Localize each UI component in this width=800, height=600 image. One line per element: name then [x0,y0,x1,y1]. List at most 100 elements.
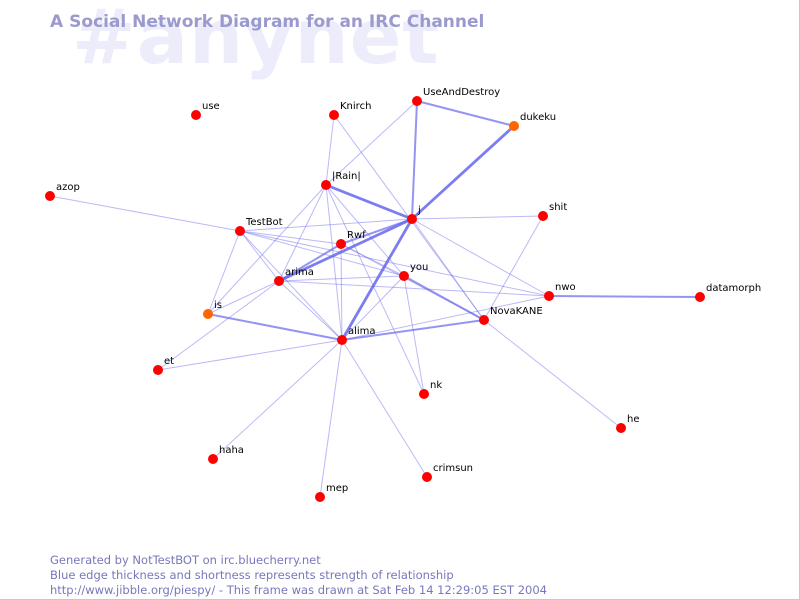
node-label: azop [56,182,80,193]
edge-arima-alima [278,280,343,341]
edge-arima-you [278,275,405,282]
node-dot [419,389,429,399]
edge-alima-haha [212,339,343,460]
edge-Rwf-you [340,243,405,277]
footer: Generated by NotTestBOT on irc.bluecherr… [50,553,547,598]
node-label: dukeku [520,112,556,123]
node-label: nwo [555,282,576,293]
edge-j-arima [278,217,413,283]
node-dot [235,226,245,236]
node-dot [208,454,218,464]
node-label: alima [348,326,376,337]
node-label: |Rain| [332,171,361,182]
node-dukeku: dukeku [509,112,556,131]
edge-TestBot-you [239,230,405,277]
edge-arima-is [207,280,280,315]
edge-nwo-alima [341,295,550,341]
node-UseAndDestroy: UseAndDestroy [412,87,500,106]
node-dot [329,110,339,120]
node-label: arima [285,267,314,278]
node-label: mep [326,483,348,494]
edge-you-NovaKANE [403,275,485,321]
edge-j-TestBot [239,218,413,232]
node-label: he [627,414,640,425]
node-azop: azop [45,182,80,201]
node-dot [321,180,331,190]
node-Rwf: Rwf [336,230,366,249]
edge-alima-mep [319,339,343,498]
node-j: j [407,205,421,224]
node-label: shit [549,202,567,213]
edge-Rain-is [207,184,327,315]
node-dot [616,423,626,433]
node-is: is [203,300,222,319]
edge-NovaKANE-he [483,319,622,429]
node-dot [45,191,55,201]
edge-arima-et [157,280,280,371]
edge-TestBot-alima [239,230,343,341]
node-label: Rwf [347,230,366,241]
edge-arima-nwo [278,280,550,297]
footer-line-legend: Blue edge thickness and shortness repres… [50,568,454,582]
edge-TestBot-Rwf [239,230,342,245]
node-label: is [214,300,222,311]
node-shit: shit [538,202,567,221]
edge-TestBot-is [207,230,241,315]
node-label: nk [430,380,442,391]
edge-j-Rwf [340,218,413,245]
node-dot [544,291,554,301]
edge-UseAndDestroy-Rain [325,100,418,186]
node-nwo: nwo [544,282,576,301]
edge-Rain-arima [278,184,327,282]
node-label: et [164,356,174,367]
edge-UseAndDestroy-j [411,100,418,220]
node-label: haha [219,445,244,456]
node-dot [407,214,417,224]
node-label: j [417,205,421,216]
node-dot [203,309,213,319]
edge-you-nk [403,275,425,395]
node-label: Knirch [340,101,371,112]
edge-alima-crimsun [341,339,428,478]
node-Rain: |Rain| [321,171,361,190]
edge-j-nwo [411,218,550,297]
edge-shit-NovaKANE [483,215,544,321]
edge-TestBot-nwo [239,230,550,297]
node-dot [509,121,519,131]
node-dot [412,96,422,106]
node-label: UseAndDestroy [423,87,500,98]
edge-azop-TestBot [49,195,241,232]
node-label: datamorph [706,283,761,294]
edge-Rwf-alima [340,243,343,341]
edge-layer [49,100,701,498]
node-he: he [616,414,640,433]
node-nk: nk [419,380,442,399]
edge-Rwf-arima [278,243,342,282]
node-dot [191,110,201,120]
edge-is-alima [207,313,343,341]
node-you: you [399,262,428,281]
node-label: crimsun [433,463,473,474]
edge-Knirch-Rain [325,114,335,186]
node-datamorph: datamorph [695,283,761,302]
node-label: you [410,262,428,273]
node-dot [315,492,325,502]
node-TestBot: TestBot [235,217,283,236]
node-Knirch: Knirch [329,101,371,120]
node-arima: arima [274,267,314,286]
edge-dukeku-j [411,124,515,221]
node-crimsun: crimsun [422,463,473,482]
node-dot [538,211,548,221]
node-dot [479,315,489,325]
node-et: et [153,356,174,375]
node-label: TestBot [245,217,283,228]
node-dot [153,365,163,375]
edge-Rain-you [325,184,405,277]
edge-j-shit [411,215,544,220]
edge-TestBot-arima [239,230,280,282]
node-NovaKANE: NovaKANE [479,306,543,325]
node-dot [274,276,284,286]
